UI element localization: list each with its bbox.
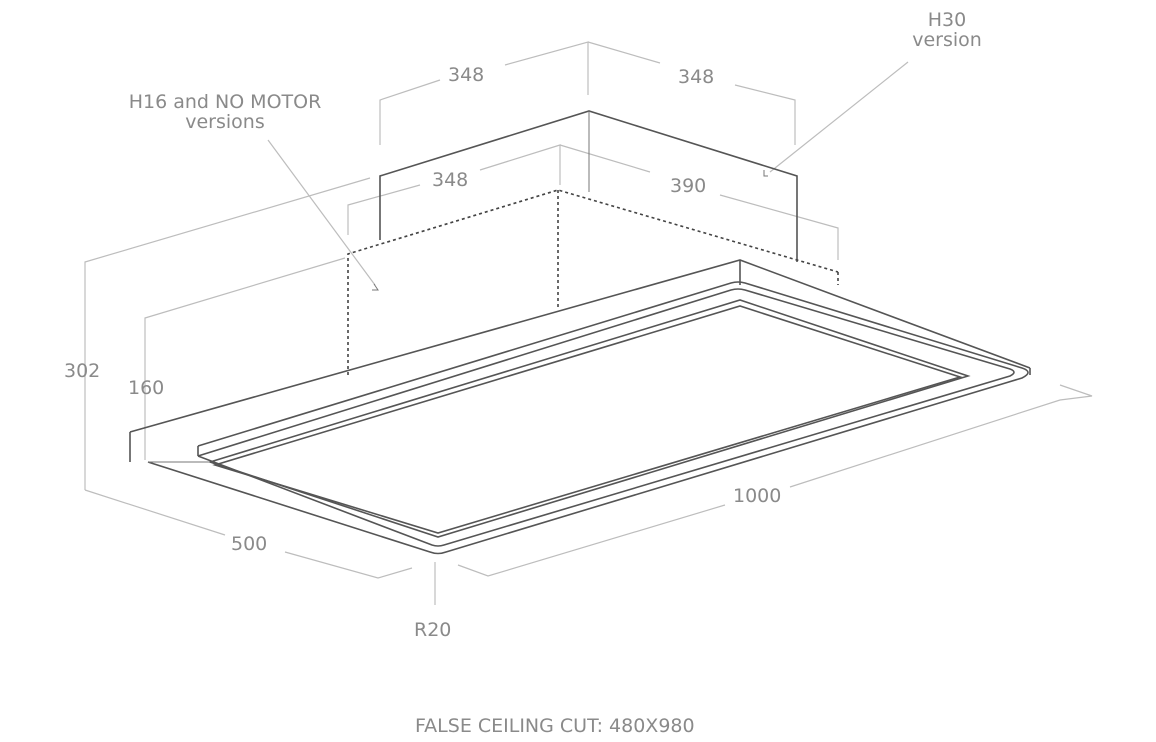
false-ceiling-cut-caption: FALSE CEILING CUT: 480X980 [415, 715, 695, 737]
dim-top-left-width: 348 [448, 64, 485, 86]
h30-note: H30 version [912, 10, 982, 50]
h16-note: H16 and NO MOTOR versions [110, 92, 340, 132]
h30-note-line1: H30 [927, 9, 967, 31]
dim-h16-height: 160 [128, 377, 165, 399]
dim-mid-width: 348 [432, 169, 469, 191]
dim-top-right-width: 348 [678, 66, 715, 88]
h30-motor-box [379, 110, 798, 262]
h30-note-line2: version [912, 29, 982, 51]
dim-total-height: 302 [64, 360, 101, 382]
dim-radius: R20 [414, 619, 452, 641]
dimension-lines [84, 41, 1093, 605]
dim-mid-depth: 390 [670, 175, 707, 197]
h16-motor-box [347, 189, 839, 375]
dim-length: 1000 [733, 485, 782, 507]
h16-note-line2: versions [185, 111, 265, 133]
hood-panel [129, 259, 1031, 555]
dim-depth: 500 [231, 533, 268, 555]
h16-note-line1: H16 and NO MOTOR [128, 91, 322, 113]
